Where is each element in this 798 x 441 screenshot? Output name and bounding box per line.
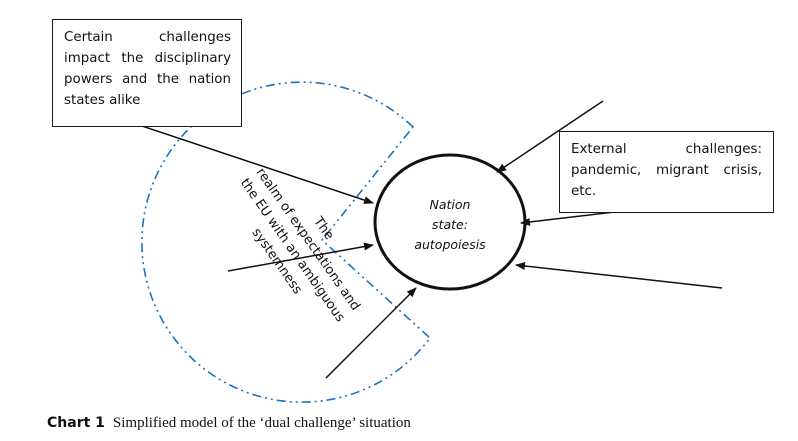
box-text-line: etc. [571,184,597,199]
box-text-line: impact the disciplinary [64,51,231,66]
realm-sector-outline [141,81,432,403]
caption-text: Simplified model of the ‘dual challenge’… [112,415,411,431]
node-text-line: autopoiesis [414,237,486,252]
box-text-line: Certain challenges [64,30,231,45]
arrow-from-left-box [129,121,374,204]
arrow-from-top-right [496,100,604,173]
box-text-line: powers and the nation [64,72,231,87]
box-text-line: pandemic, migrant crisis, [571,163,762,178]
nation-state-label: Nation state: autopoiesis [388,195,512,255]
box-text-line: states alike [64,93,141,108]
arrow-from-bottom [325,287,417,379]
node-text-line: Nation [429,197,471,212]
shared-challenges-box: Certain challenges impact the disciplina… [52,19,242,127]
node-text-line: state: [432,217,468,232]
arrow-from-left [227,242,374,272]
figure-caption: Chart 1 Simplified model of the ‘dual cha… [47,415,411,432]
arrow-from-lower-right [515,262,723,289]
caption-label: Chart 1 [47,415,105,431]
box-text-line: External challenges: [571,142,762,157]
external-challenges-box: External challenges: pandemic, migrant c… [559,131,774,213]
